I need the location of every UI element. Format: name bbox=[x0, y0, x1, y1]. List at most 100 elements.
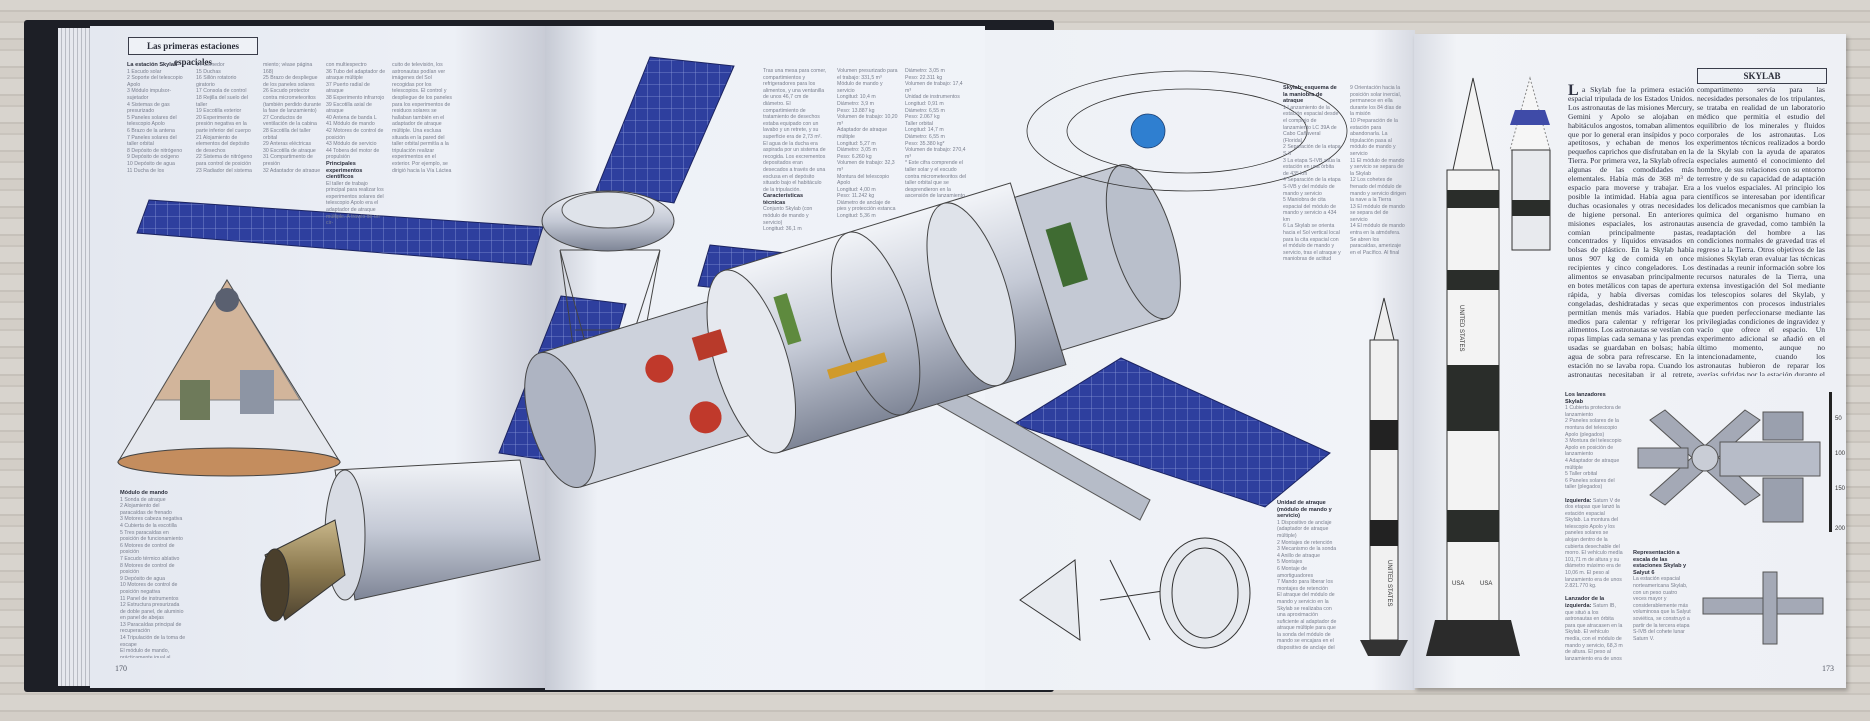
scale-text: La estación espacial norteamericana Skyl… bbox=[1633, 576, 1691, 642]
drop-cap: L bbox=[1568, 82, 1579, 99]
experiments-text-col5: cuito de televisión, los astronautas pod… bbox=[392, 62, 452, 174]
list-item: 9 Depósito de oxígeno bbox=[127, 154, 179, 161]
docking-unit-list: Unidad de atraque (módulo de mando y ser… bbox=[1277, 500, 1341, 650]
list-item: 26 Escudo protector contra micrometeorit… bbox=[263, 88, 321, 115]
tech-specs-col2: Volumen presurizado para el trabajo: 331… bbox=[837, 68, 900, 248]
list-item: 5 Tres paracaídas en posición de funcion… bbox=[120, 529, 183, 543]
rocket-label: USA bbox=[1452, 581, 1464, 587]
scale-tick: 100 bbox=[1835, 451, 1846, 457]
list-item: 14 Tripulación de la toma de escape bbox=[120, 635, 186, 648]
command-module-cutaway bbox=[117, 279, 341, 477]
list-item: con multiespectro bbox=[326, 62, 367, 68]
list-item: 37 Puerto radial de atraque bbox=[326, 81, 370, 95]
list-item: Diámetro: 3,9 m bbox=[837, 100, 874, 107]
item-list: Conjunto Skylab (con módulo de mando y s… bbox=[763, 206, 827, 232]
saturn-v-rocket: UNITED STATES USA USA bbox=[1426, 77, 1520, 656]
docking-unit-parts bbox=[1019, 537, 1251, 649]
list-item: * Este cifra comprende el taller solar y… bbox=[905, 160, 967, 200]
list-item: 32 Adaptador de atraque múltiple bbox=[263, 167, 321, 173]
list-item: 1 Cubierta protectora de lanzamiento bbox=[1565, 405, 1621, 418]
list-item: Peso: 22.311 kg bbox=[905, 74, 943, 81]
list-item: 6 Motores de control de posición bbox=[120, 542, 175, 556]
list-item: 12 Los cohetes de frenado del módulo de … bbox=[1350, 177, 1406, 204]
item-list: 1 Lanzamiento de la estación espacial de… bbox=[1283, 105, 1341, 260]
list-item: Conjunto Skylab (con módulo de mando y s… bbox=[763, 206, 813, 226]
list-item: 8 Motores de control de posición bbox=[120, 562, 175, 576]
list-item: Módulo de mando y servicio bbox=[837, 81, 883, 94]
list-item: 12 Estructura presurizada de doble panel… bbox=[120, 602, 184, 622]
list-item: 1 Escudo solar bbox=[127, 68, 162, 75]
list-item: 23 Radiador del sistema de refrigeración bbox=[196, 167, 252, 173]
list-item: Unidad de instrumentos bbox=[905, 94, 960, 101]
list-item: 10 Preparación de la estación para aband… bbox=[1350, 117, 1398, 157]
list-item: 27 Conductos de ventilación de la cabina bbox=[263, 114, 317, 128]
rocket-label: UNITED STATES bbox=[1458, 305, 1464, 351]
list-item: Adaptador de atraque múltiple bbox=[837, 127, 888, 140]
list-item: Longitud: 0,91 m bbox=[905, 100, 944, 107]
list-item: 20 Experimento de presión negativa en la… bbox=[196, 114, 251, 134]
scale-drawing-skylab bbox=[1637, 409, 1821, 523]
launchers-title: Los lanzadores Skylab bbox=[1565, 392, 1606, 405]
list-item: 36 Tubo del adaptador de atraque múltipl… bbox=[326, 68, 386, 82]
solar-panel-left bbox=[136, 199, 544, 266]
experiments-title: Principales experimentos científicos bbox=[326, 160, 363, 181]
item-list: 9 Orientación hacia la posición solar in… bbox=[1350, 85, 1406, 255]
orbit-diagram bbox=[1026, 70, 1348, 192]
list-item: Longitud: 4,00 m bbox=[837, 186, 876, 193]
list-item: 5 Maniobra de cita espacial del módulo d… bbox=[1283, 197, 1337, 223]
experiments-text: El taller de trabajo principal para real… bbox=[326, 180, 384, 227]
list-item: 2 Paneles solares de la montura del tele… bbox=[1565, 418, 1619, 438]
list-item: 21 Alojamiento de elementos del depósito… bbox=[196, 134, 250, 154]
list-item: 7 Escudo térmico ablativo bbox=[120, 555, 180, 562]
list-item: Volumen presurizado para el trabajo: 331… bbox=[837, 68, 898, 81]
list-item: Longitud: 5,27 m bbox=[837, 140, 876, 147]
list-item: 4 Separación de la etapa S-IVB y del mód… bbox=[1283, 177, 1341, 197]
list-item: Peso: 11.242 kg bbox=[837, 193, 875, 200]
left-caption-title: Izquierda: bbox=[1565, 497, 1592, 504]
list-item: Volumen de trabajo: 10,20 m³ bbox=[837, 114, 898, 127]
list-item: 4 Adaptador de atraque múltiple bbox=[1565, 457, 1620, 471]
page-number-left: 170 bbox=[115, 664, 127, 673]
page-number-right: 173 bbox=[1822, 664, 1834, 673]
list-item: Volumen de trabajo: 17,4 m³ bbox=[905, 81, 963, 94]
scale-ruler: 50 100 150 200 bbox=[1829, 392, 1846, 532]
list-item: 4 Anillo de atraque bbox=[1277, 552, 1320, 559]
list-item: 1 Sonda de atraque bbox=[120, 496, 166, 503]
rocket-label: UNITED STATES bbox=[1386, 560, 1392, 606]
docking-text: El atraque del módulo de mando y servici… bbox=[1277, 592, 1337, 650]
scale-caption: Representación a escala de las estacione… bbox=[1633, 550, 1691, 658]
list-item: Peso: 6.260 kg bbox=[837, 153, 872, 160]
command-service-module bbox=[260, 459, 541, 622]
list-item: Diámetro de anclaje de pies y protección… bbox=[837, 199, 896, 213]
scale-tick: 200 bbox=[1835, 526, 1846, 532]
intro-column-1: a Skylab fue la primera estación espacia… bbox=[1568, 86, 1694, 378]
list-item: Montura del telescopio Apolo bbox=[837, 173, 890, 187]
list-item: 28 Escotilla del taller orbital bbox=[263, 127, 311, 141]
scale-tick: 150 bbox=[1835, 486, 1846, 492]
list-item: 6 Paneles solares del taller (plegados) bbox=[1565, 477, 1615, 491]
earth-icon bbox=[1130, 113, 1166, 149]
workshop-text: Tras una mesa para comer, compartimiento… bbox=[763, 68, 827, 248]
list-item: 31 Compartimento de presión bbox=[263, 154, 313, 167]
list-item: Volumen de trabajo: 32,3 m³ bbox=[837, 160, 895, 173]
list-title: La estación Skylab bbox=[127, 62, 178, 68]
list-title: Módulo de mando bbox=[120, 490, 168, 496]
list-item: Diámetro: 6,55 m bbox=[905, 133, 945, 140]
list-item: 5 Taller orbital bbox=[1565, 471, 1598, 478]
list-item: 2 Montajes de retención bbox=[1277, 539, 1333, 546]
nose-fairing-cutaway bbox=[1509, 76, 1551, 251]
list-item: 14 El módulo de mando entra en la atmósf… bbox=[1350, 223, 1405, 255]
list-item: Peso: 13.887 kg bbox=[837, 107, 875, 114]
list-item: 30 Escotilla de atraque bbox=[263, 147, 316, 154]
list-item: Diámetro: 6,55 m bbox=[905, 107, 945, 114]
list-item: 25 Brazo de despliegue de los paneles so… bbox=[263, 75, 318, 88]
list-item: 1 Dispositivo de anclaje (adaptador de a… bbox=[1277, 519, 1332, 539]
list-item: 7 Paneles solares del taller orbital bbox=[127, 134, 177, 148]
list-item: 13 El módulo de mando se separa del de s… bbox=[1350, 203, 1405, 223]
